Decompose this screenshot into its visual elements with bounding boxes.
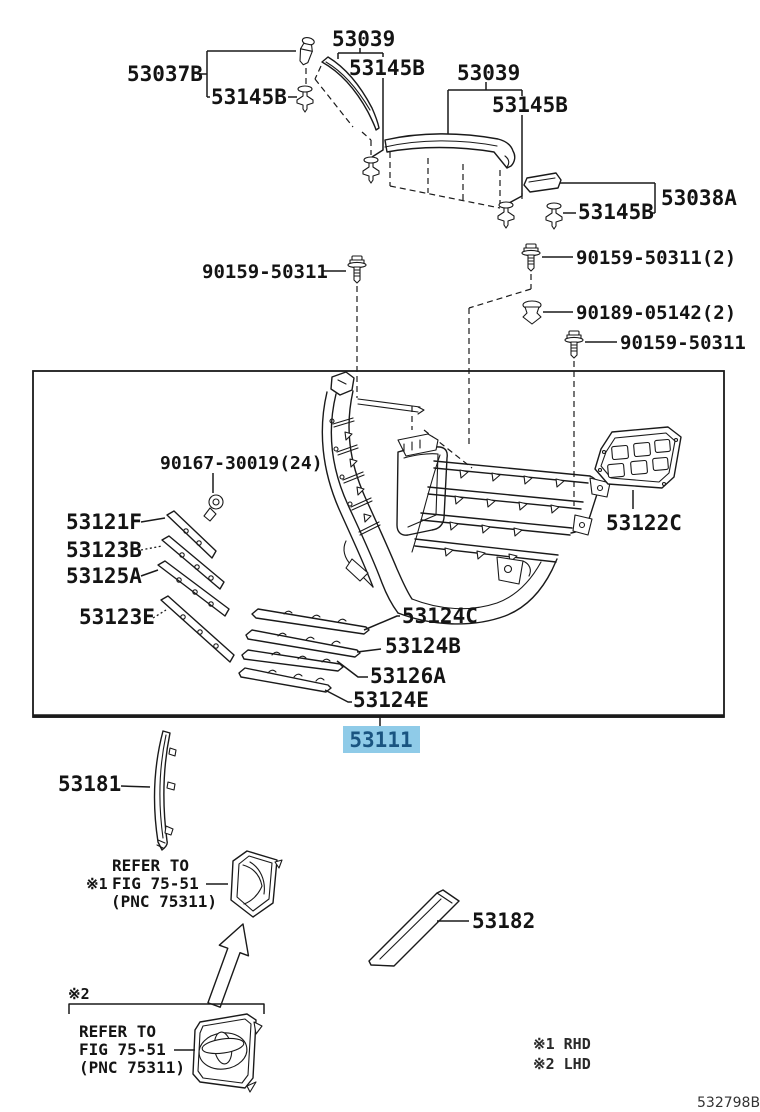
up-arrow (207, 923, 250, 1008)
pin-icon (296, 36, 316, 67)
fastener-clip-53145b-1 (296, 85, 314, 113)
leader-line (120, 785, 151, 788)
clip-icon (362, 156, 380, 184)
leader-lines-top (197, 48, 656, 214)
leader-line (356, 648, 382, 653)
part-label-53182[interactable]: 53182 (472, 909, 535, 933)
refer-note2-line1: REFER TO (79, 1022, 156, 1041)
grommet-icon (522, 300, 542, 325)
part-label-53111[interactable]: 53111 (349, 728, 412, 752)
leader-line (140, 569, 159, 577)
part-label-90159-x2[interactable]: 90159-50311(2) (576, 247, 736, 269)
clip-icon (296, 85, 314, 113)
part-label-53145b-4[interactable]: 53145B (578, 200, 654, 224)
bracket-plate-53122c-illustration (594, 426, 682, 489)
fastener-grommet-90189 (522, 300, 542, 325)
part-label-53121f[interactable]: 53121F (66, 510, 142, 534)
refer-note2-marker: ※2 (68, 985, 90, 1003)
group-bracket (68, 1003, 265, 1014)
fastener-clip-53145b-3 (497, 201, 515, 229)
part-label-53145b-1[interactable]: 53145B (211, 85, 287, 109)
fastener-screw-90159-left (347, 255, 367, 284)
part-label-90159-left[interactable]: 90159-50311 (202, 261, 328, 283)
part-label-53126a[interactable]: 53126A (370, 664, 446, 688)
screw-icon (564, 330, 584, 359)
part-label-53124b[interactable]: 53124B (385, 634, 461, 658)
screw-icon (347, 255, 367, 284)
fastener-screw-90167 (203, 494, 224, 522)
leader-line-dotted (140, 545, 163, 551)
part-label-53039-2[interactable]: 53039 (457, 61, 520, 85)
part-label-90189-x2[interactable]: 90189-05142(2) (576, 302, 736, 324)
refer-note2-line3: (PNC 75311) (79, 1058, 185, 1077)
cowl-garnish-53182-illustration (368, 889, 460, 967)
fastener-screw-90159-bottom (564, 330, 584, 359)
dashed-line (468, 274, 532, 446)
refer-note1-marker: ※1 (86, 875, 108, 893)
refer-note1-line2[interactable]: FIG 75-51 (112, 874, 199, 893)
grille-illustration (321, 371, 611, 625)
refer-note1-line3: (PNC 75311) (111, 892, 217, 911)
part-label-53181[interactable]: 53181 (58, 772, 121, 796)
part-label-90167-x24[interactable]: 90167-30019(24) (160, 453, 323, 474)
leader-line-dotted (152, 609, 167, 619)
diagram-code: 532798B (697, 1095, 760, 1111)
part-label-90159-bottom[interactable]: 90159-50311 (620, 332, 746, 354)
leader-line (363, 615, 400, 631)
fastener-clip-53145b-4 (545, 202, 563, 230)
clip-icon (545, 202, 563, 230)
part-label-53145b-3[interactable]: 53145B (492, 93, 568, 117)
radiator-grille-moulding-center-illustration (384, 133, 516, 209)
fastener-clip-53145b-2 (362, 156, 380, 184)
grille-mouldings-bottom-illustration (238, 608, 370, 693)
part-label-53038a[interactable]: 53038A (661, 186, 737, 210)
pillar-garnish-53181-illustration (153, 730, 177, 851)
part-label-53123b[interactable]: 53123B (66, 538, 142, 562)
grille-mouldings-left-illustration (157, 510, 235, 663)
fastener-pin-53037b (296, 36, 316, 67)
part-label-53037b[interactable]: 53037B (127, 62, 203, 86)
clip-icon (497, 201, 515, 229)
refer-note2-line2[interactable]: FIG 75-51 (79, 1040, 166, 1059)
refer-note1-line1: REFER TO (112, 856, 189, 875)
leader-line (336, 660, 368, 678)
leader-line (324, 689, 352, 703)
part-label-53125a[interactable]: 53125A (66, 564, 142, 588)
screw-icon (521, 243, 541, 272)
legend-rhd: ※1 RHD (533, 1035, 591, 1053)
part-label-53124c[interactable]: 53124C (402, 604, 478, 628)
part-label-53039-1[interactable]: 53039 (332, 27, 395, 51)
fastener-screw-90159-right (521, 243, 541, 272)
part-label-53124e[interactable]: 53124E (353, 688, 429, 712)
part-label-53123e[interactable]: 53123E (79, 605, 155, 629)
toyota-emblem-lhd-illustration (192, 1013, 263, 1093)
part-label-53122c[interactable]: 53122C (606, 511, 682, 535)
bracket-53038a-illustration (521, 172, 562, 201)
radiator-grille-moulding-upper-illustration (314, 56, 380, 155)
emblem-garnish-rhd-illustration (230, 850, 283, 918)
leader-line (140, 517, 166, 523)
selected-part-highlight[interactable] (343, 726, 420, 753)
legend-lhd: ※2 LHD (533, 1055, 591, 1073)
part-label-53145b-2[interactable]: 53145B (349, 56, 425, 80)
